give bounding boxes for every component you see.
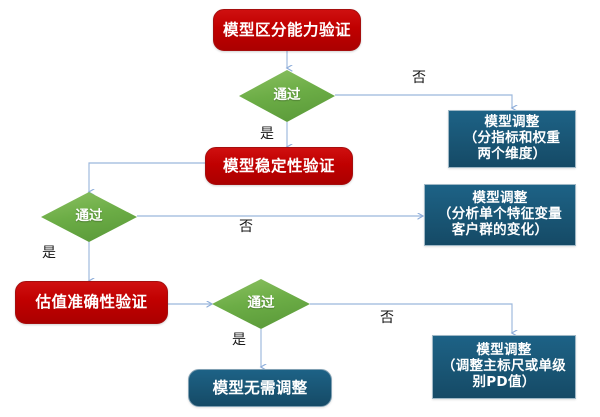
diamond-shape: [41, 192, 137, 242]
process-3-label: 估值准确性验证: [35, 293, 148, 312]
action-model-adjust-weights[interactable]: 模型调整 （分指标和权重 两个维度）: [448, 110, 576, 168]
edge-d3-action3: [310, 303, 512, 333]
action-3-line-3: 别PD值）: [472, 373, 536, 390]
process-model-stability[interactable]: 模型稳定性验证: [205, 147, 353, 185]
diamond-shape: [239, 70, 335, 122]
edge-d1-action1: [335, 94, 512, 108]
edge-label-no-1: 否: [412, 70, 426, 86]
action-2-line-3: 客户群的变化）: [451, 221, 549, 238]
action-1-line-2: （分指标和权重: [463, 130, 561, 147]
action-model-adjust-variables[interactable]: 模型调整 （分析单个特征变量 客户群的变化）: [424, 184, 576, 246]
edge-p2-d2: [89, 162, 205, 192]
decision-pass-3[interactable]: 通过: [212, 279, 310, 329]
terminal-label: 模型无需调整: [212, 378, 308, 397]
diamond-shape: [212, 279, 310, 329]
decision-pass-1[interactable]: 通过: [239, 70, 335, 122]
action-model-adjust-masterscale[interactable]: 模型调整 （调整主标尺或单级 别PD值）: [432, 335, 576, 399]
action-2-line-1: 模型调整: [472, 190, 528, 207]
decision-1-label: 通过: [273, 87, 301, 104]
action-3-line-2: （调整主标尺或单级: [441, 358, 567, 375]
action-2-line-2: （分析单个特征变量: [437, 206, 563, 223]
process-1-label: 模型区分能力验证: [222, 20, 351, 39]
edge-label-yes-1: 是: [260, 126, 274, 142]
action-1-text: 模型调整 （分指标和权重 两个维度）: [460, 114, 565, 163]
edge-label-yes-2: 是: [42, 245, 56, 261]
process-model-discrimination[interactable]: 模型区分能力验证: [213, 9, 361, 51]
edge-label-yes-3: 是: [232, 332, 246, 348]
process-2-label: 模型稳定性验证: [222, 156, 335, 175]
terminal-no-adjustment-needed[interactable]: 模型无需调整: [188, 369, 332, 407]
edge-label-no-2: 否: [239, 219, 253, 235]
action-1-line-3: 两个维度）: [477, 145, 547, 162]
action-3-text: 模型调整 （调整主标尺或单级 别PD值）: [438, 342, 570, 391]
edge-label-no-3: 否: [380, 310, 394, 326]
action-2-text: 模型调整 （分析单个特征变量 客户群的变化）: [434, 190, 566, 239]
action-1-line-1: 模型调整: [484, 114, 540, 131]
decision-3-label: 通过: [247, 295, 275, 312]
action-3-line-1: 模型调整: [476, 342, 532, 359]
process-valuation-accuracy[interactable]: 估值准确性验证: [15, 281, 168, 324]
decision-2-label: 通过: [75, 208, 103, 225]
decision-pass-2[interactable]: 通过: [41, 192, 137, 242]
